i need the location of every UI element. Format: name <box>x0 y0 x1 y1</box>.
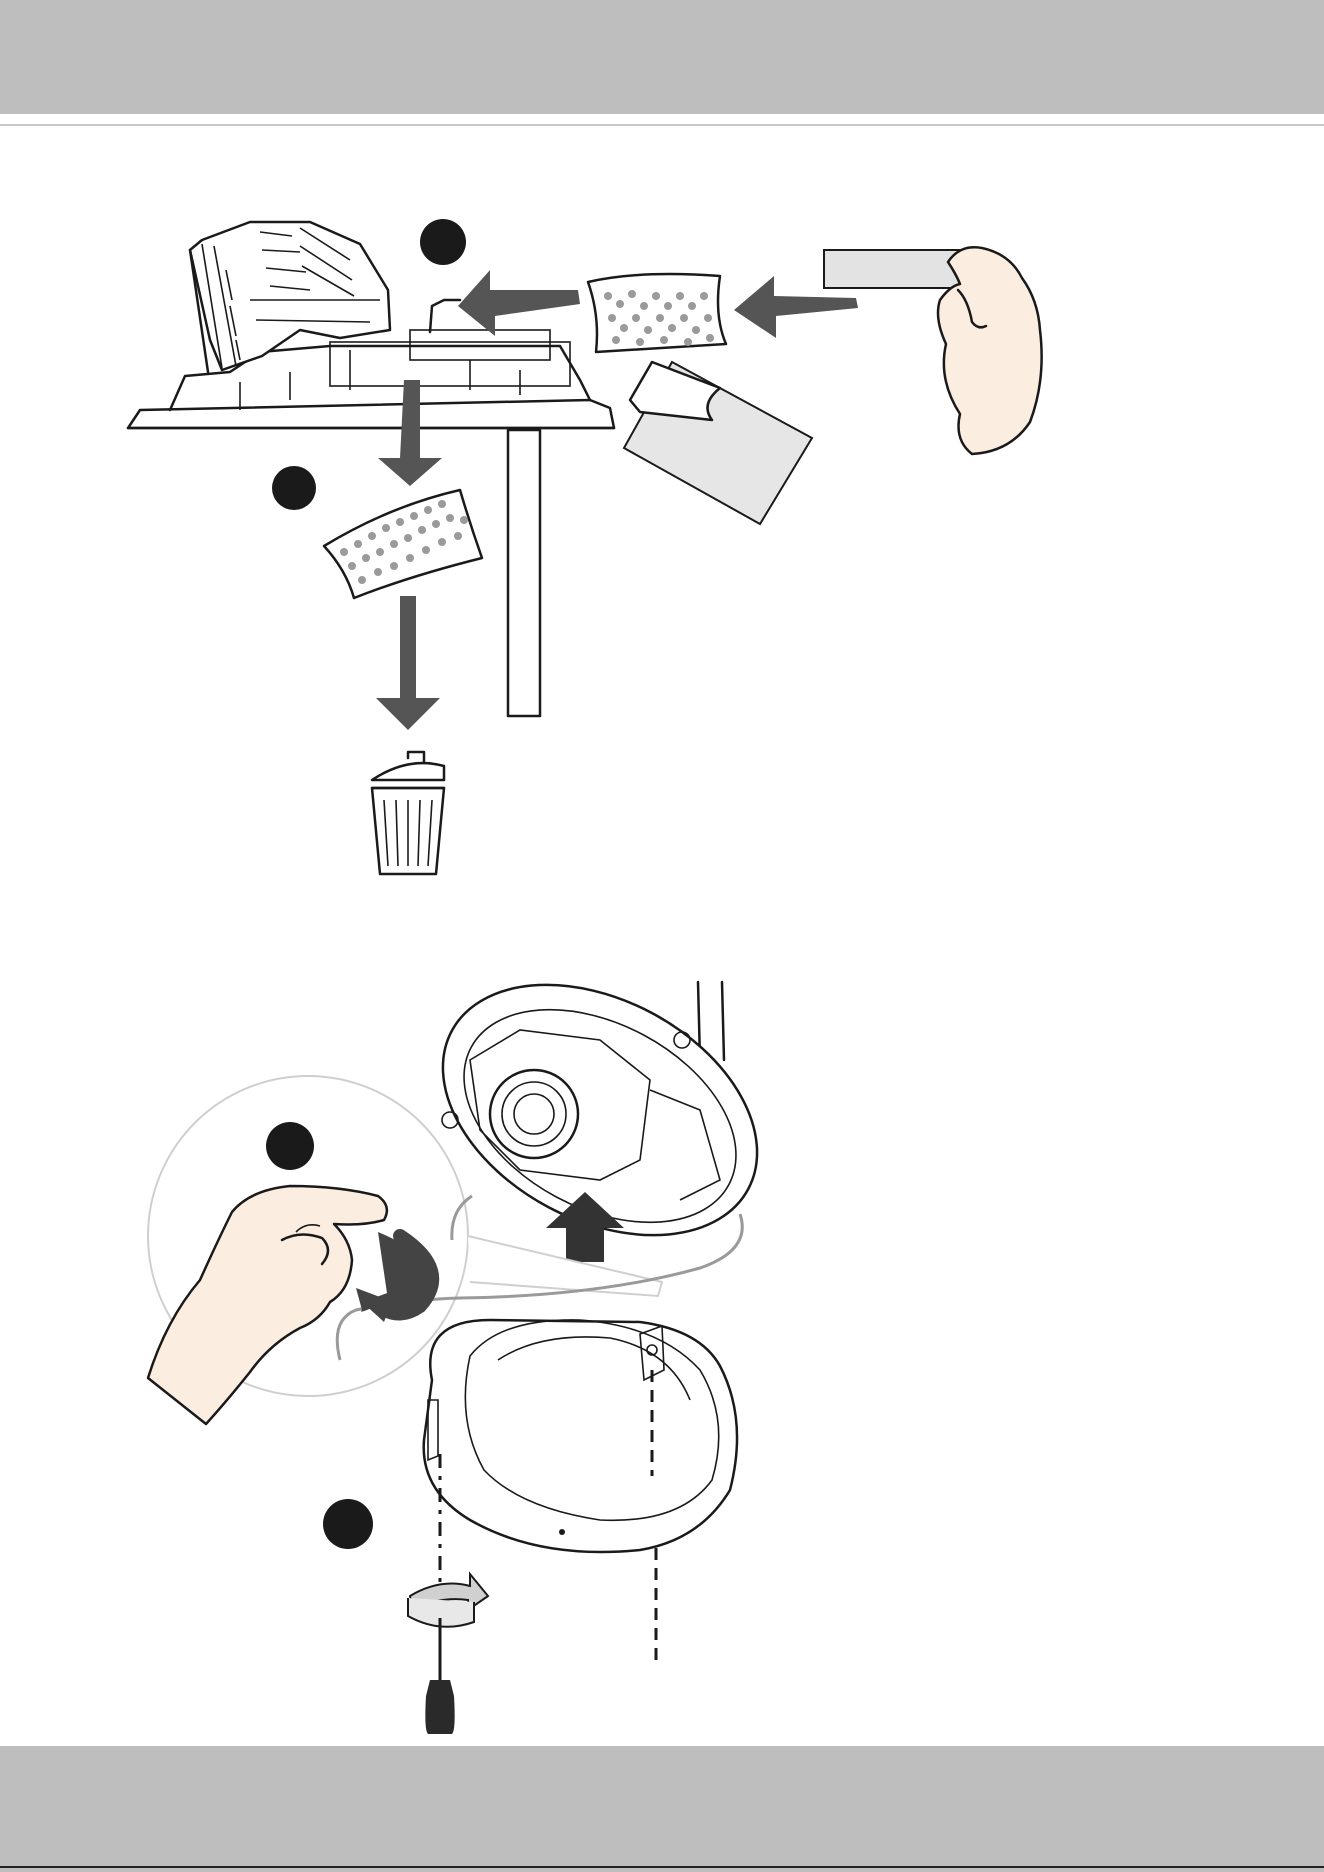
new-desiccant-bag <box>588 274 726 352</box>
trash-can-icon <box>372 752 444 874</box>
footer-rule <box>0 1866 1324 1868</box>
mount-pole <box>508 430 540 716</box>
old-desiccant-bag <box>324 490 482 598</box>
peel-strip <box>824 250 962 288</box>
discard-arrow <box>376 596 440 730</box>
desiccant-replacement-illustration <box>128 219 1042 874</box>
opened-wrapper <box>624 362 812 524</box>
dome-cover-illustration <box>148 934 800 1734</box>
step-marker-4 <box>323 1499 373 1549</box>
insert-arrow <box>458 270 580 336</box>
footer-band <box>0 1746 1324 1872</box>
dome-cover <box>424 1320 737 1552</box>
rotate-clockwise-icon <box>408 1574 488 1627</box>
step-marker-2 <box>272 466 316 510</box>
step-marker-3 <box>266 1122 314 1170</box>
screwdriver-icon <box>425 1618 454 1734</box>
step-marker-1 <box>420 219 466 265</box>
remove-arrow <box>378 380 442 486</box>
